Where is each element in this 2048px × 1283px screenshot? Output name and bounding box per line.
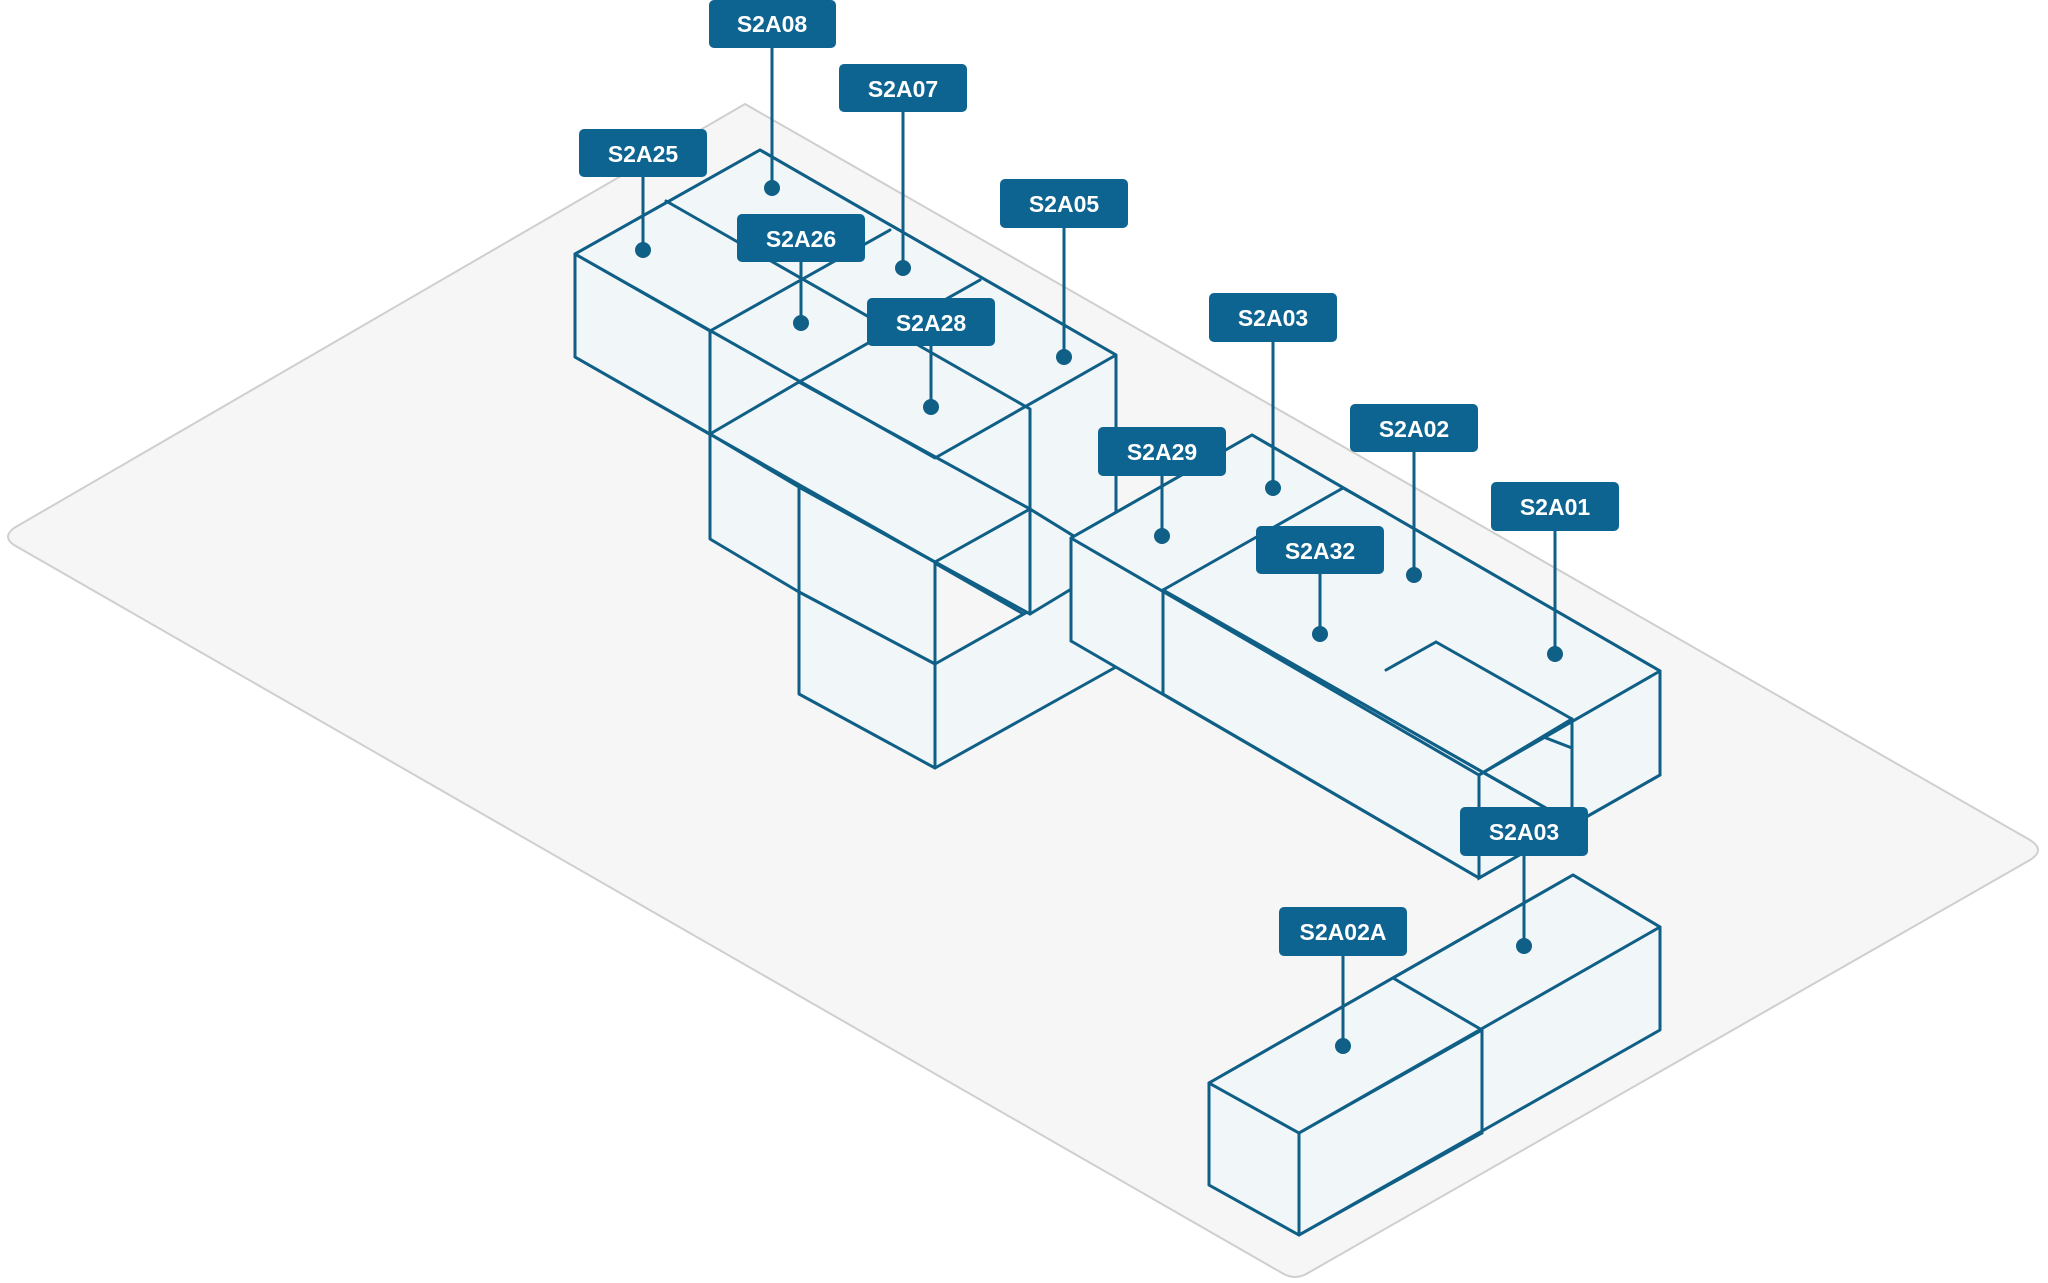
tag-s2a03-lower[interactable]: S2A03 — [1460, 807, 1588, 856]
leader-s2a02a — [1335, 955, 1351, 1054]
tag-s2a03-upper-label: S2A03 — [1238, 305, 1308, 331]
tag-s2a32[interactable]: S2A32 — [1256, 526, 1384, 574]
tag-s2a02[interactable]: S2A02 — [1350, 404, 1478, 452]
tag-s2a26-label: S2A26 — [766, 226, 836, 252]
tag-s2a02a-label: S2A02A — [1300, 919, 1387, 945]
tag-s2a28-label: S2A28 — [896, 310, 967, 336]
unit-block-a — [573, 148, 1118, 770]
tag-s2a25[interactable]: S2A25 — [579, 129, 707, 177]
leader-s2a29 — [1154, 474, 1170, 544]
leader-s2a26 — [793, 260, 809, 331]
tag-s2a05-label: S2A05 — [1029, 191, 1100, 217]
tag-s2a08-label: S2A08 — [737, 11, 808, 37]
tag-s2a26[interactable]: S2A26 — [737, 214, 865, 262]
tag-s2a01-label: S2A01 — [1520, 494, 1591, 520]
leader-s2a32 — [1312, 572, 1328, 642]
leader-s2a02 — [1406, 451, 1422, 583]
tag-s2a32-label: S2A32 — [1285, 538, 1355, 564]
unit-block-c — [1207, 873, 1662, 1237]
tag-s2a03-upper[interactable]: S2A03 — [1209, 293, 1337, 342]
tag-s2a28[interactable]: S2A28 — [867, 298, 995, 346]
leader-s2a05 — [1056, 226, 1072, 365]
tag-s2a02a[interactable]: S2A02A — [1279, 907, 1407, 956]
tag-s2a29-label: S2A29 — [1127, 439, 1197, 465]
tag-s2a01[interactable]: S2A01 — [1491, 482, 1619, 531]
tag-s2a02-label: S2A02 — [1379, 416, 1449, 442]
leader-s2a08 — [764, 46, 780, 196]
tag-s2a07-label: S2A07 — [868, 76, 938, 102]
tag-s2a05[interactable]: S2A05 — [1000, 179, 1128, 228]
leader-s2a07 — [895, 110, 911, 276]
tag-s2a03-lower-label: S2A03 — [1489, 819, 1559, 845]
leader-s2a03-upper — [1265, 340, 1281, 496]
unit-block-b — [1069, 433, 1662, 881]
tag-s2a25-label: S2A25 — [608, 141, 679, 167]
tag-s2a29[interactable]: S2A29 — [1098, 427, 1226, 476]
leader-s2a01 — [1547, 530, 1563, 662]
tag-s2a08[interactable]: S2A08 — [709, 0, 836, 48]
leader-s2a03-lower — [1516, 855, 1532, 954]
tag-s2a07[interactable]: S2A07 — [839, 64, 967, 112]
leader-s2a28 — [923, 344, 939, 415]
leader-s2a25 — [635, 175, 651, 258]
